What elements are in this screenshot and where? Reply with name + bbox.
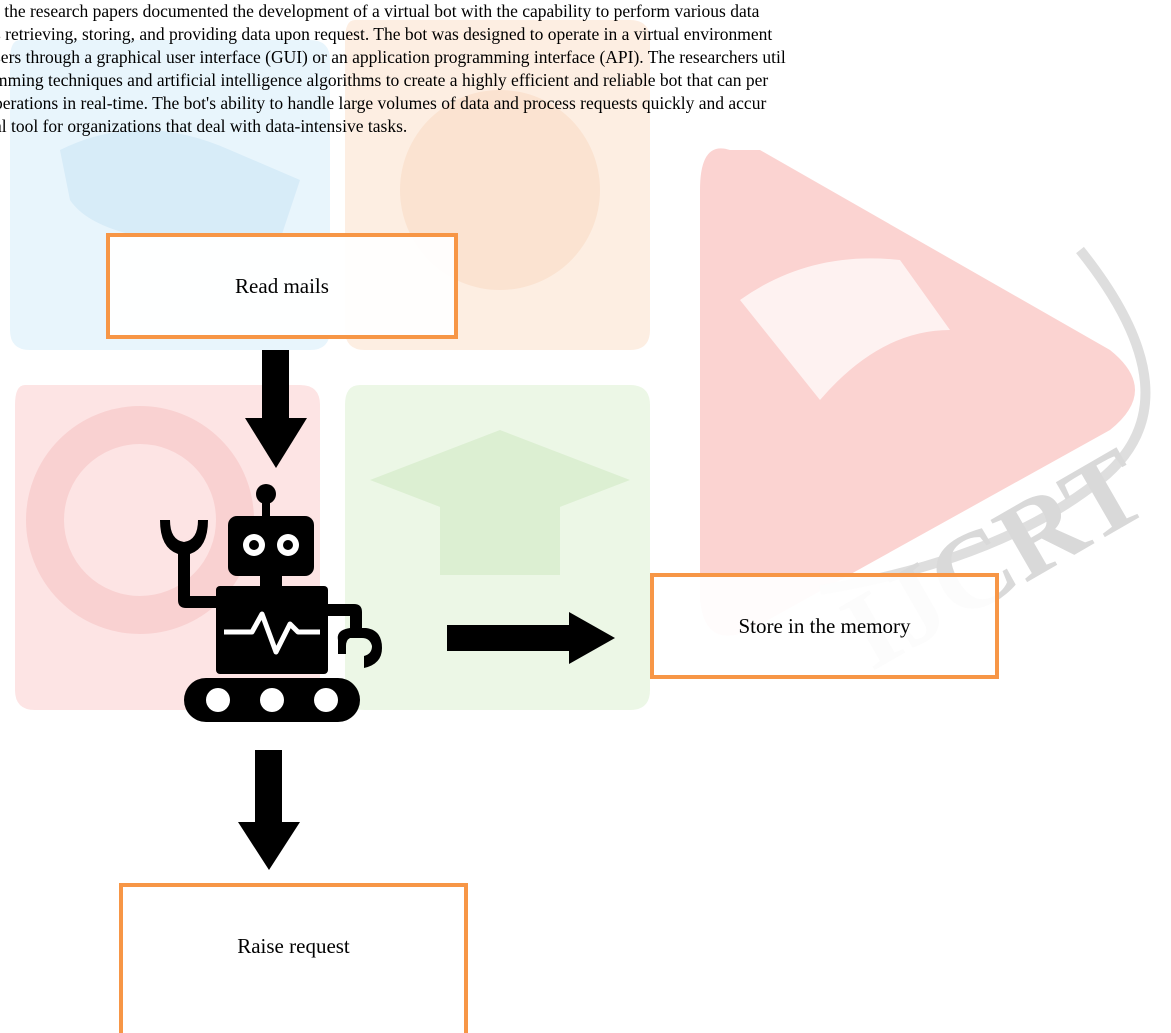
body-paragraph: f the research papers documented the dev… — [0, 0, 1171, 138]
paragraph-line-3: sers through a graphical user interface … — [0, 47, 786, 67]
raise-request-label: Raise request — [237, 933, 350, 958]
watermark-cap-shape — [370, 430, 630, 530]
arrow-down-2-icon — [238, 750, 300, 870]
paragraph-line-1: f the research papers documented the dev… — [0, 1, 760, 21]
paragraph-line-2: s retrieving, storing, and providing dat… — [0, 24, 773, 44]
robot-icon — [160, 484, 382, 722]
watermark-hand-shape — [60, 130, 300, 240]
raise-request-box: Raise request — [119, 883, 468, 1033]
arrow-right-icon — [447, 612, 615, 664]
paragraph-line-6: al tool for organizations that deal with… — [0, 116, 408, 136]
paragraph-line-4: mming techniques and artificial intellig… — [0, 70, 769, 90]
watermark-swoosh — [819, 246, 1151, 595]
store-memory-box: Store in the memory — [650, 573, 999, 679]
store-memory-label: Store in the memory — [738, 613, 911, 638]
arrow-down-icon — [245, 350, 307, 468]
read-mails-box: Read mails — [106, 233, 458, 339]
watermark-book-shape — [740, 258, 950, 400]
read-mails-label: Read mails — [235, 273, 329, 298]
paragraph-line-5: perations in real-time. The bot's abilit… — [0, 93, 767, 113]
